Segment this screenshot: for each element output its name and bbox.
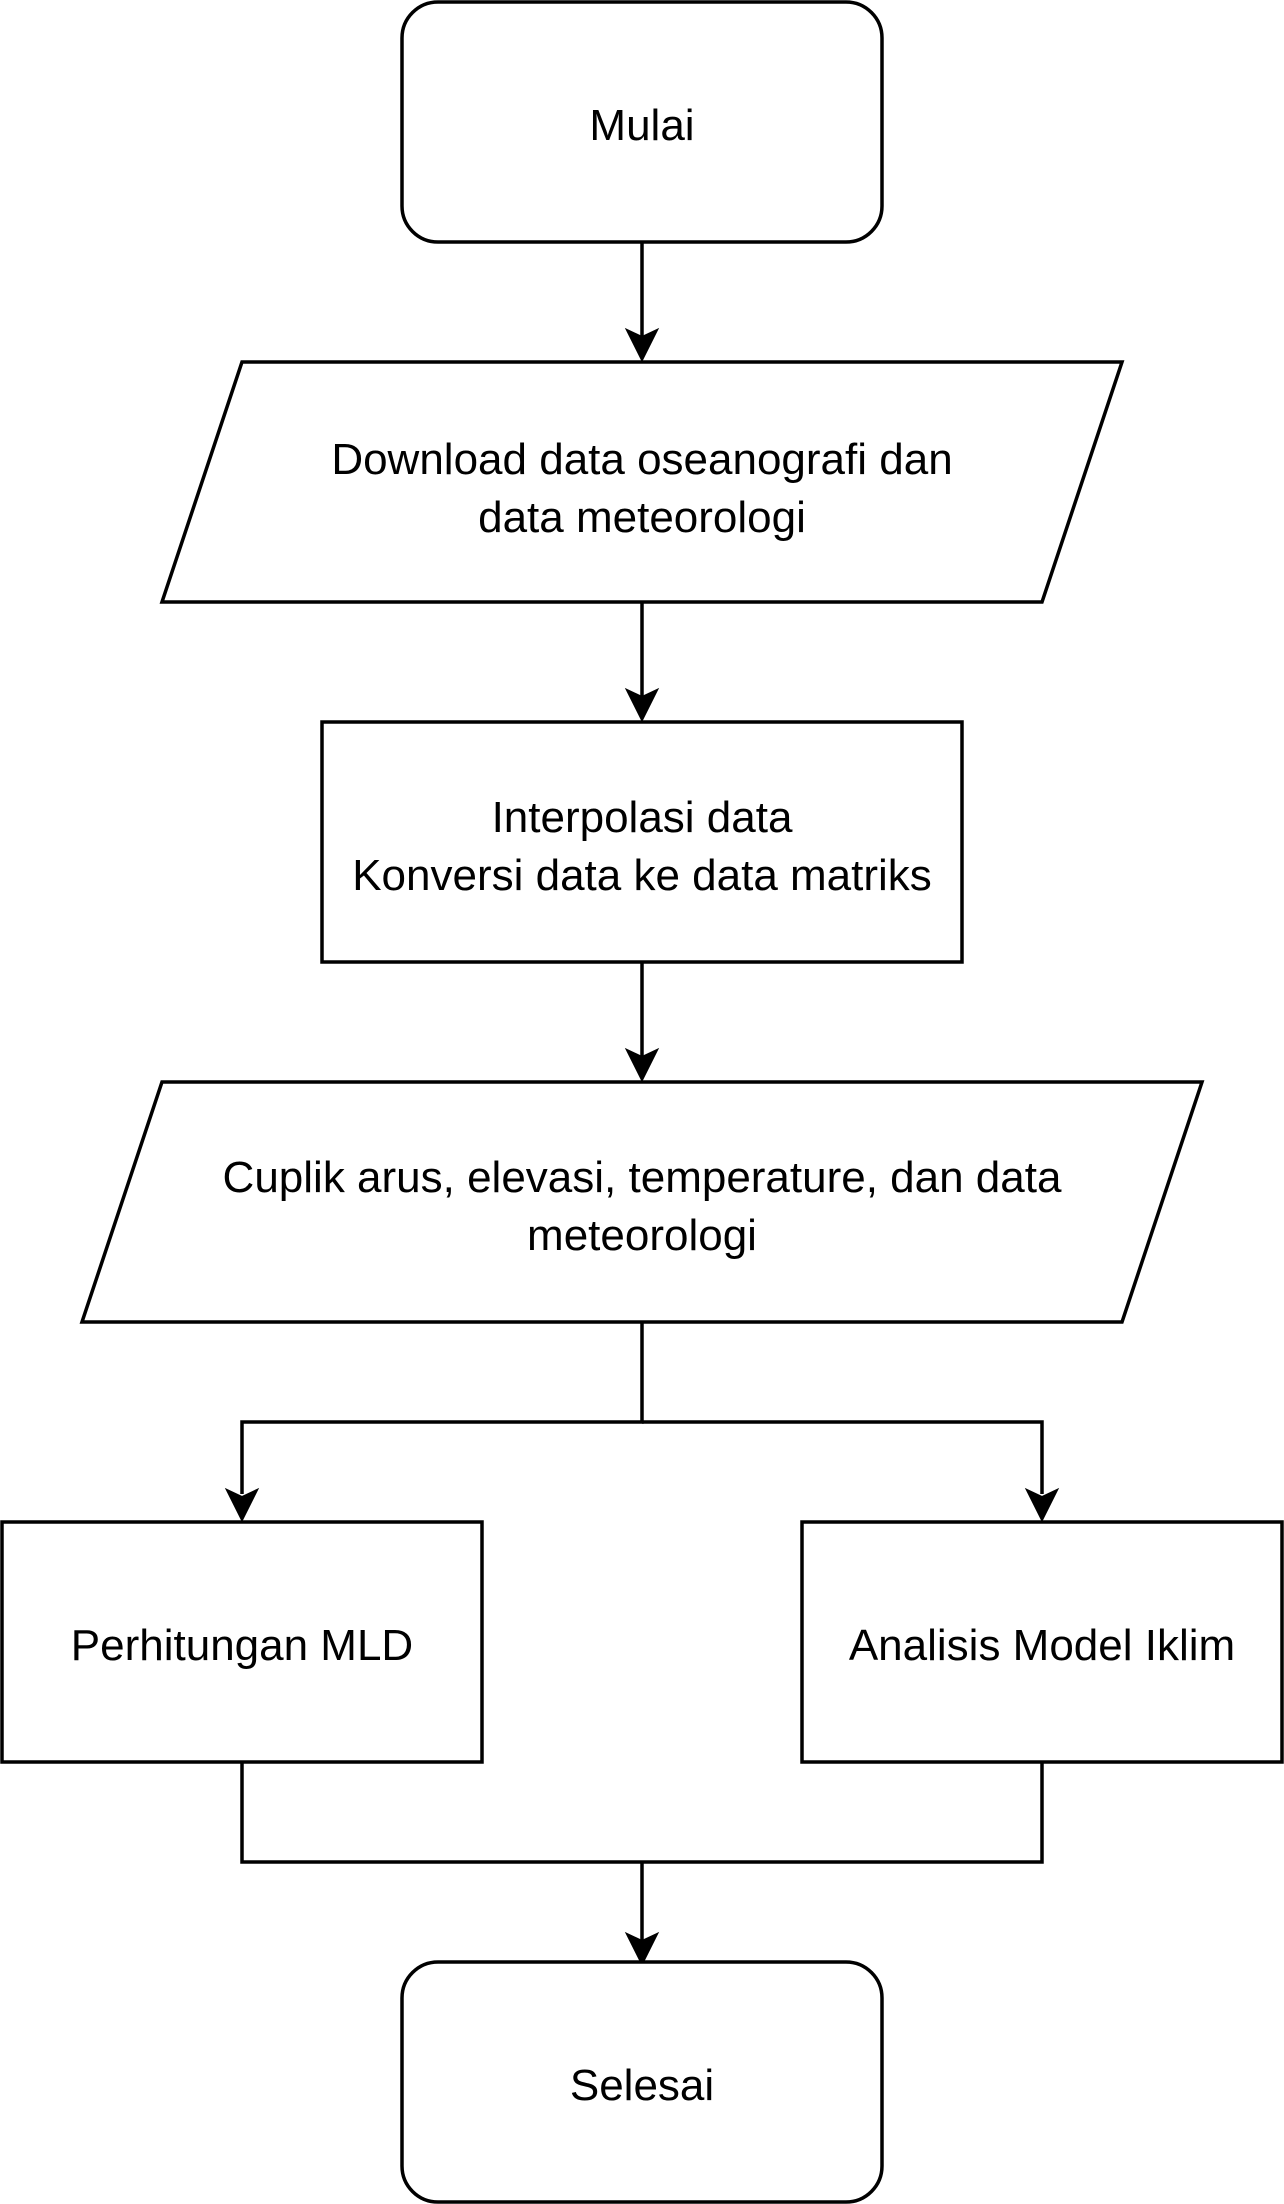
mld-label: Perhitungan MLD xyxy=(71,1621,413,1670)
end-node: Selesai xyxy=(400,1960,884,2204)
start-node: Mulai xyxy=(400,0,884,244)
download-label-line-2: data meteorologi xyxy=(478,493,806,542)
start-label: Mulai xyxy=(589,101,694,150)
arrowhead-extract xyxy=(624,1047,660,1083)
interpolate-label-line-2: Konversi data ke data matriks xyxy=(352,851,932,900)
end-shape xyxy=(400,1960,884,2204)
climate-label: Analisis Model Iklim xyxy=(849,1621,1235,1670)
start-shape xyxy=(400,0,884,244)
end-label: Selesai xyxy=(570,2061,714,2110)
climate-node: Analisis Model Iklim xyxy=(800,1520,1284,1764)
climate-shape xyxy=(800,1520,1284,1764)
edge-extract-mld xyxy=(240,1322,644,1494)
arrowhead-interpolate xyxy=(624,687,660,723)
mld-shape xyxy=(0,1520,484,1764)
arrowhead-download xyxy=(624,327,660,363)
extract-label-line-2: meteorologi xyxy=(527,1211,757,1260)
download-shape xyxy=(159,360,1125,604)
arrowhead-mld xyxy=(224,1487,260,1523)
connectors xyxy=(224,242,1060,1967)
interpolate-label-line-1: Interpolasi data xyxy=(492,793,793,842)
arrowhead-end xyxy=(624,1931,660,1967)
download-label-line-1: Download data oseanografi dan xyxy=(331,435,952,484)
edge-mld-merge xyxy=(240,1762,642,1864)
extract-node: Cuplik arus, elevasi, temperature, dan d… xyxy=(79,1080,1205,1324)
edge-climate-merge xyxy=(642,1762,1044,1864)
download-node: Download data oseanografi dan data meteo… xyxy=(159,360,1125,604)
edge-extract-climate xyxy=(642,1420,1044,1494)
arrowhead-climate xyxy=(1024,1487,1060,1523)
extract-label-line-1: Cuplik arus, elevasi, temperature, dan d… xyxy=(223,1153,1062,1202)
interpolate-shape xyxy=(320,720,964,964)
mld-node: Perhitungan MLD xyxy=(0,1520,484,1764)
extract-shape xyxy=(79,1080,1205,1324)
interpolate-node: Interpolasi data Konversi data ke data m… xyxy=(320,720,964,964)
